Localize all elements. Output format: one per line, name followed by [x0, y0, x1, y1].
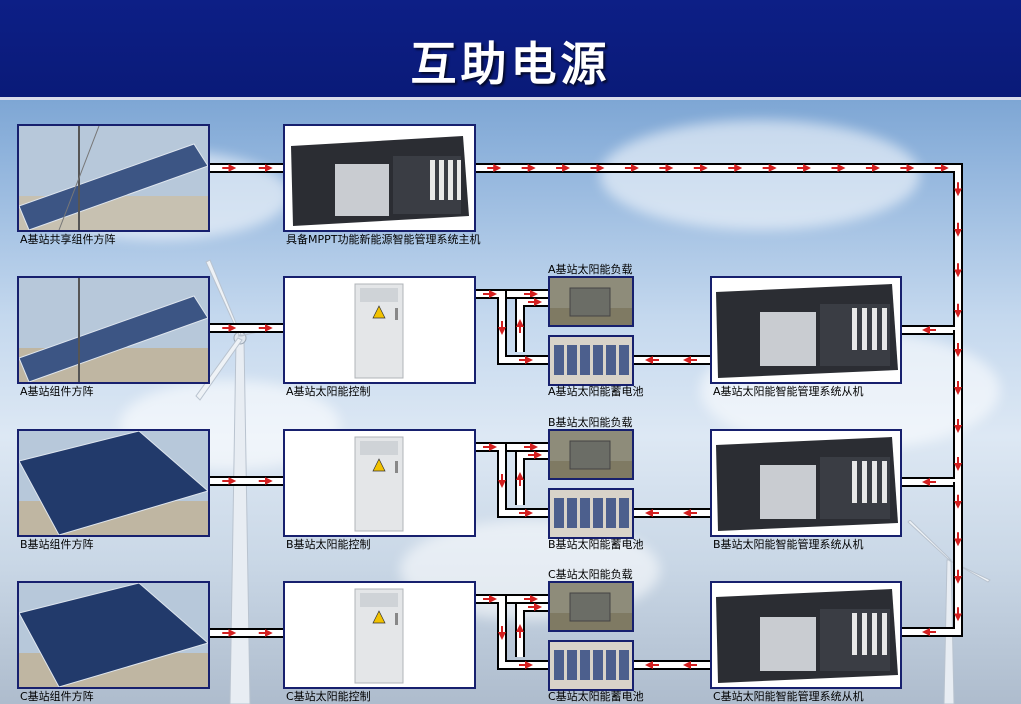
load-box-b [548, 429, 634, 480]
battery-label-b: B基站太阳能蓄电池 [548, 538, 644, 551]
slave-unit-label-a: A基站太阳能智能管理系统从机 [713, 385, 864, 398]
shared-panel-array-label: A基站共享组件方阵 [20, 233, 116, 246]
pipe-outline [902, 482, 963, 637]
panel-array-box-c [17, 581, 210, 689]
cloud [600, 120, 920, 230]
controller-label-a: A基站太阳能控制 [286, 385, 371, 398]
battery-box-b [548, 488, 634, 539]
battery-box-c [548, 640, 634, 691]
warning-triangle-icon [372, 610, 386, 624]
warning-triangle-icon [372, 305, 386, 319]
slave-unit-box-b [710, 429, 902, 537]
header-divider [0, 97, 1021, 100]
rack-unit-icon [712, 583, 900, 687]
warning-triangle-icon [372, 458, 386, 472]
slave-unit-label-b: B基站太阳能智能管理系统从机 [713, 538, 864, 551]
page-title: 互助电源 [410, 37, 611, 91]
controller-box-a [283, 276, 476, 384]
controller-label-b: B基站太阳能控制 [286, 538, 371, 551]
controller-box-c [283, 581, 476, 689]
controller-label-c: C基站太阳能控制 [286, 690, 371, 703]
battery-bank-photo [550, 490, 632, 537]
battery-label-a: A基站太阳能蓄电池 [548, 385, 644, 398]
battery-label-c: C基站太阳能蓄电池 [548, 690, 644, 703]
shared-panel-array-box [17, 124, 210, 232]
controller-cabinet-icon [285, 278, 474, 382]
pipe-fill [902, 482, 961, 635]
slave-unit-label-c: C基站太阳能智能管理系统从机 [713, 690, 864, 703]
solar-panel-array-photo [19, 126, 208, 230]
load-label-c: C基站太阳能负载 [548, 568, 633, 581]
rack-unit-icon [285, 126, 474, 230]
pipe-fill [902, 330, 961, 485]
load-label-a: A基站太阳能负载 [548, 263, 633, 276]
header-bar [0, 0, 1021, 100]
load-equipment-photo [550, 278, 632, 325]
pipe-outline [515, 602, 548, 657]
slave-unit-box-c [710, 581, 902, 689]
controller-box-b [283, 429, 476, 537]
controller-cabinet-icon [285, 583, 474, 687]
panel-array-label-a: A基站组件方阵 [20, 385, 94, 398]
rack-unit-icon [712, 431, 900, 535]
load-box-a [548, 276, 634, 327]
panel-array-box-b [17, 429, 210, 537]
load-equipment-photo [550, 583, 632, 630]
pipe-outline [902, 330, 963, 487]
slave-unit-box-a [710, 276, 902, 384]
controller-cabinet-icon [285, 431, 474, 535]
load-box-c [548, 581, 634, 632]
load-equipment-photo [550, 431, 632, 478]
solar-panel-array-photo [19, 431, 208, 535]
main-host-label: 具备MPPT功能新能源智能管理系统主机 [286, 233, 481, 246]
solar-panel-array-photo [19, 278, 208, 382]
main-host-box [283, 124, 476, 232]
battery-bank-photo [550, 642, 632, 689]
load-label-b: B基站太阳能负载 [548, 416, 633, 429]
battery-box-a [548, 335, 634, 386]
panel-array-label-c: C基站组件方阵 [20, 690, 94, 703]
panel-array-box-a [17, 276, 210, 384]
rack-unit-icon [712, 278, 900, 382]
battery-bank-photo [550, 337, 632, 384]
panel-array-label-b: B基站组件方阵 [20, 538, 94, 551]
pipe-outline [515, 297, 548, 352]
pipe-outline [515, 450, 548, 505]
solar-panel-array-photo [19, 583, 208, 687]
